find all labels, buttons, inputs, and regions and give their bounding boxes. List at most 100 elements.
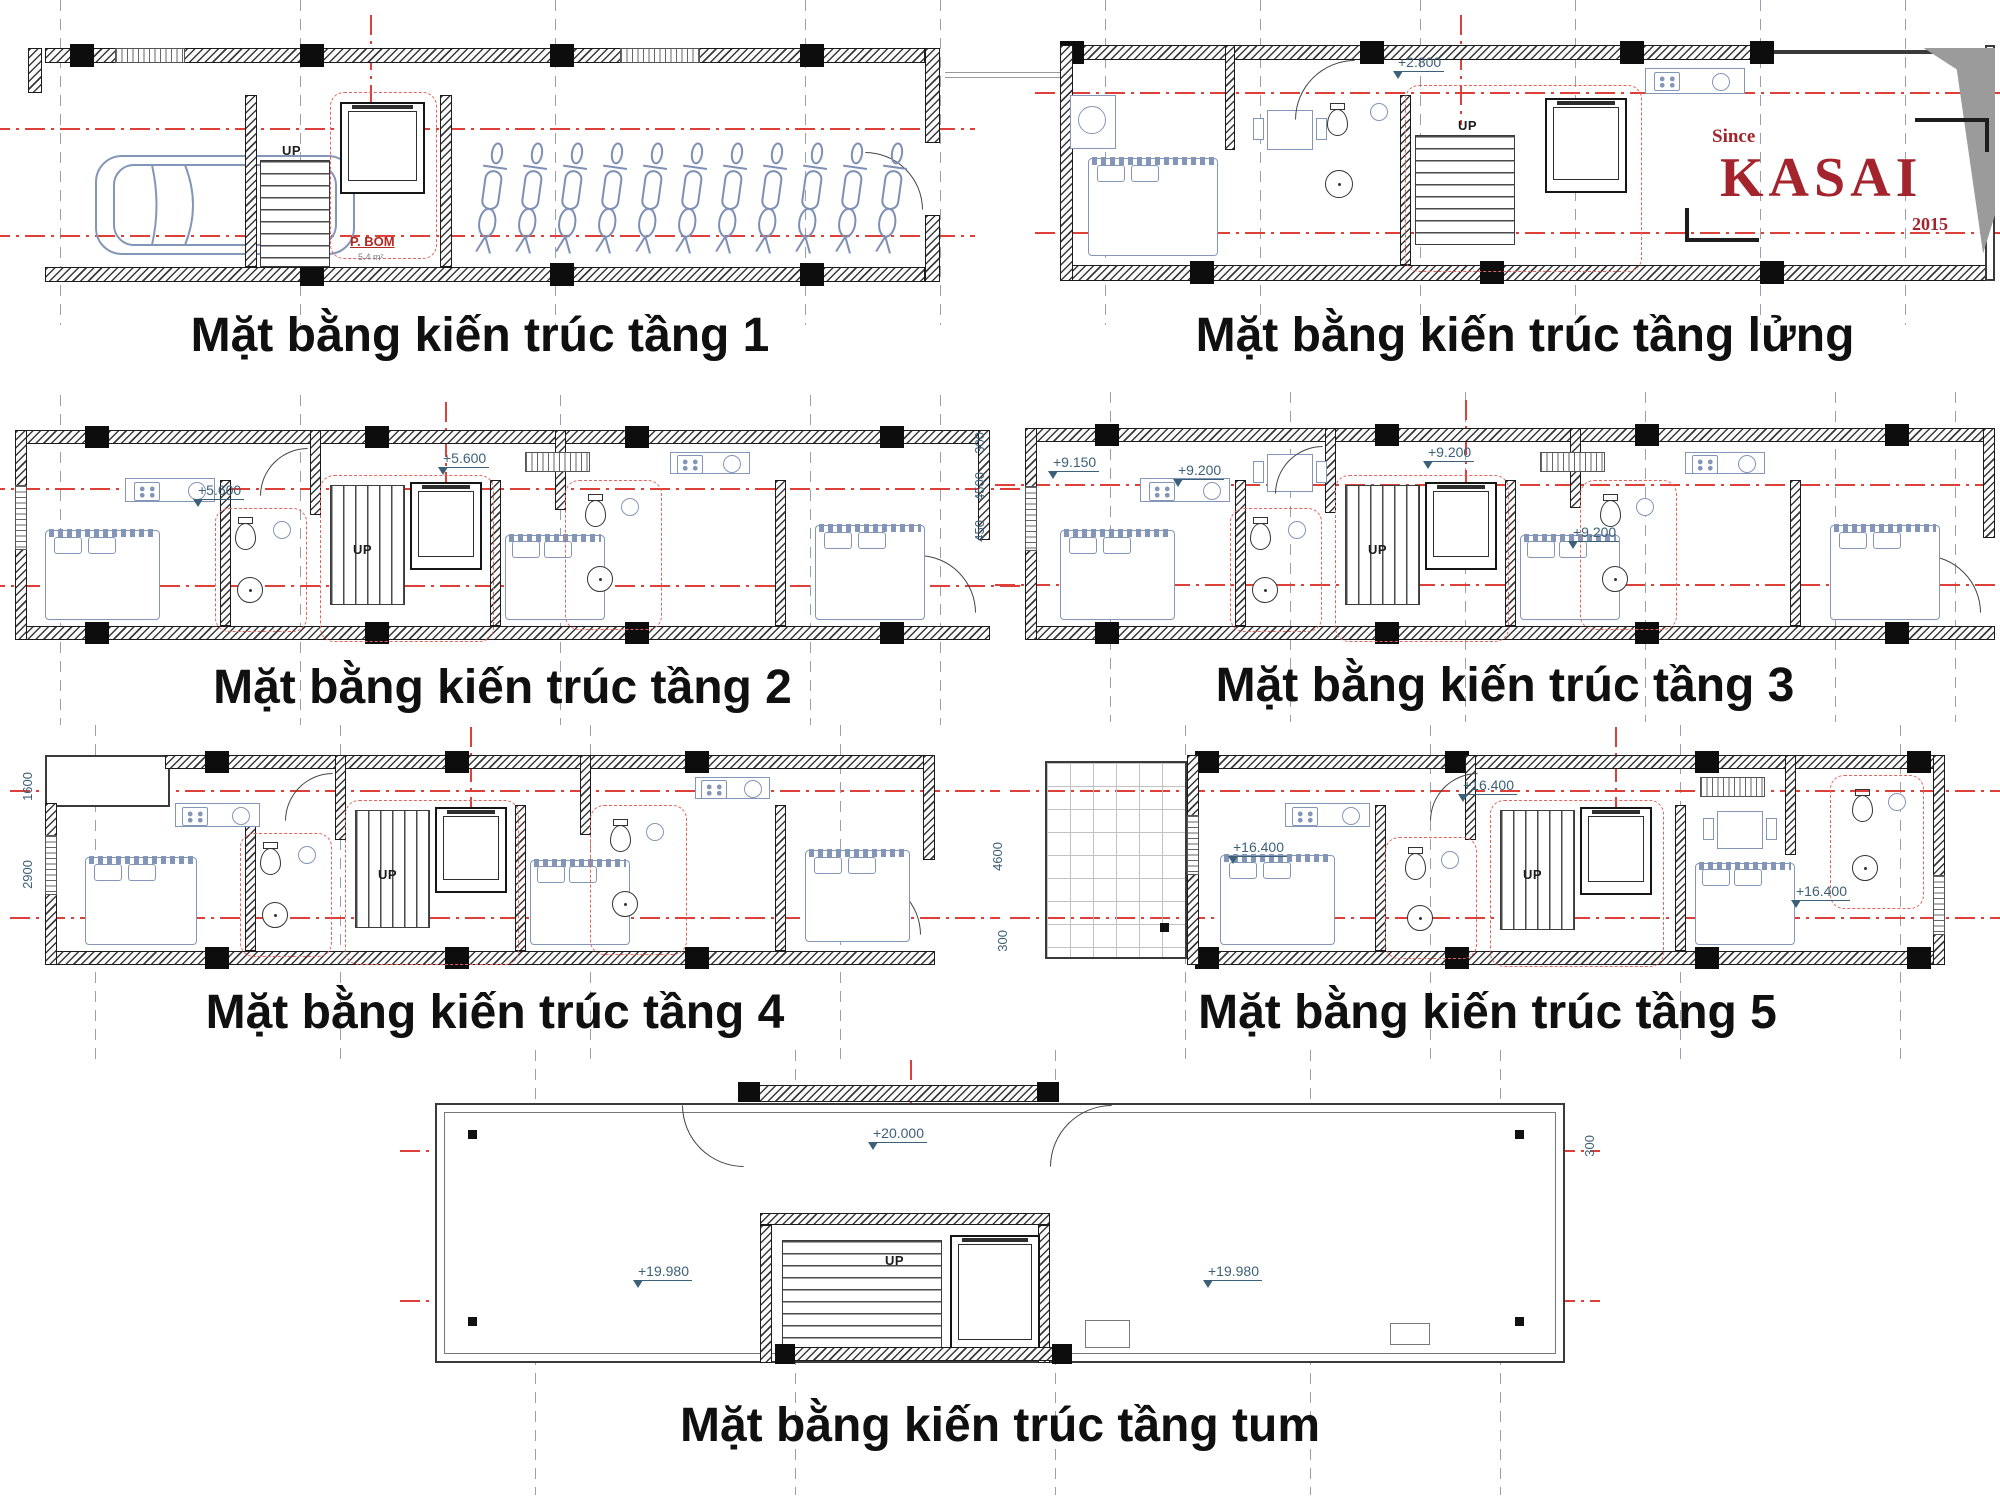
grid-line: [805, 0, 806, 325]
partition-wall: [490, 480, 501, 626]
wall-segment: [1187, 951, 1945, 965]
level-marker-icon: [1791, 900, 1801, 908]
elevation-label: +9.200: [1423, 444, 1475, 469]
partition-wall: [775, 480, 786, 626]
grid-line: [555, 0, 556, 325]
sink-icon: [1288, 521, 1306, 539]
elevation-value: +16.400: [1796, 883, 1847, 899]
column: [300, 44, 324, 67]
window-louver: [15, 485, 27, 550]
sink-icon: [1370, 103, 1388, 121]
toilet-icon: [235, 517, 256, 550]
centerline-horizontal: [10, 917, 1000, 919]
bathroom: [1840, 783, 1920, 903]
column: [445, 947, 469, 969]
kitchen-counter: [695, 777, 770, 799]
dimension-label: 300: [1582, 1135, 1597, 1157]
centerline-vertical: [445, 402, 447, 517]
elevator-shaft: [1580, 807, 1652, 895]
wall-segment: [923, 755, 935, 860]
bathroom: [225, 515, 305, 625]
dimension-label: 2900: [20, 860, 35, 889]
column: [85, 622, 109, 644]
column: [1885, 424, 1909, 446]
safety-zone-box: [1830, 775, 1924, 909]
column: [1195, 751, 1219, 773]
plan-title: Mặt bằng kiến trúc tầng 3: [1215, 659, 1795, 712]
wall-segment: [925, 215, 940, 282]
centerline-horizontal: [10, 790, 1000, 792]
level-marker-icon: [438, 467, 448, 475]
safety-zone-box: [1490, 800, 1664, 967]
shower-icon: [237, 577, 263, 603]
door-arc: [285, 773, 333, 821]
partition-wall: [1225, 45, 1235, 150]
level-marker-icon: [1458, 794, 1468, 802]
elevator-shaft: [410, 482, 482, 570]
bathroom: [575, 488, 653, 618]
partition-wall: [1675, 805, 1686, 951]
level-marker-icon: [1173, 479, 1183, 487]
centerline-horizontal: [1010, 790, 2000, 792]
grid-line: [1760, 0, 1761, 325]
wall-segment: [760, 1225, 772, 1363]
toilet-icon: [1405, 847, 1426, 880]
bed: [1088, 157, 1218, 256]
elevation-label: +9.200: [1173, 462, 1225, 487]
stairs: [1500, 810, 1575, 930]
wardrobe: [525, 452, 590, 472]
pillow: [1839, 532, 1867, 549]
wall-segment: [165, 755, 935, 769]
column: [625, 426, 649, 448]
safety-zone-box: [1230, 508, 1322, 632]
sink-icon: [232, 807, 250, 825]
pillow: [814, 857, 842, 874]
sink-icon: [273, 521, 291, 539]
column: [1375, 622, 1399, 644]
pillow: [1527, 541, 1555, 558]
elevation-value: +2.800: [1398, 54, 1442, 70]
wall-segment: [760, 1213, 1050, 1225]
dimension-label: 4600: [990, 842, 1005, 871]
corner-dot: [1515, 1317, 1524, 1326]
level-marker-icon: [868, 1142, 878, 1150]
wall-segment: [1983, 428, 1995, 538]
elevation-label: +5.600: [193, 482, 245, 507]
stairs: [330, 485, 405, 605]
toilet-icon: [260, 842, 281, 875]
safety-zone-box: [1385, 837, 1477, 959]
column: [1695, 751, 1719, 773]
toilet-icon: [1600, 494, 1621, 527]
pillow: [88, 537, 116, 554]
grid-line: [940, 395, 941, 725]
parapet-wall: [750, 1085, 1045, 1102]
window-louver: [1187, 815, 1199, 875]
shower-icon: [1602, 566, 1628, 592]
grid-line: [810, 395, 811, 725]
headboard: [534, 859, 626, 867]
stove-icon: [1654, 72, 1680, 91]
logo-name: KASAI: [1720, 147, 1923, 209]
wall-segment: [45, 951, 935, 965]
sink-icon: [1888, 793, 1906, 811]
column: [1095, 622, 1119, 644]
elevation-label: +16.400: [1458, 777, 1517, 802]
column: [70, 44, 94, 67]
elevation-label: +16.400: [1791, 883, 1850, 908]
bed: [805, 849, 910, 942]
column: [1907, 947, 1931, 969]
column: [1445, 751, 1469, 773]
headboard: [1064, 529, 1171, 537]
up-label: UP: [1368, 542, 1388, 557]
column: [738, 1082, 760, 1102]
chair: [1253, 461, 1264, 483]
elevation-value: +16.400: [1233, 839, 1284, 855]
centerline-vertical: [1615, 727, 1617, 837]
pillow: [54, 537, 82, 554]
stove-icon: [134, 482, 160, 501]
shower-icon: [262, 902, 288, 928]
sink-icon: [1712, 73, 1730, 91]
partition-wall: [1505, 480, 1516, 626]
sink-icon: [621, 498, 639, 516]
grid-line: [940, 0, 941, 325]
